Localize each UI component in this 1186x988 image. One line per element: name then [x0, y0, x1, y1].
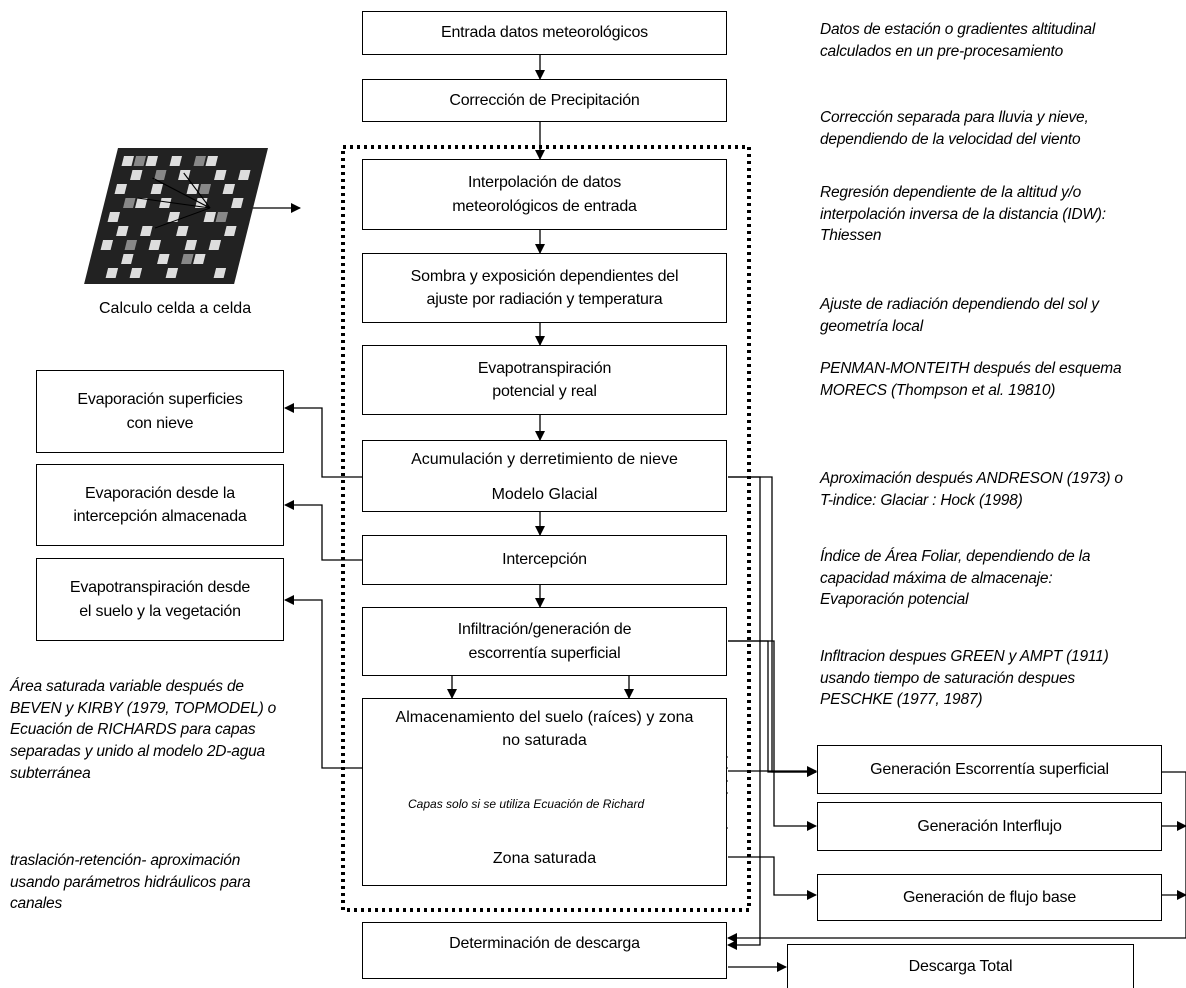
interpolacion-box: Interpolación de datos meteorológicos de…: [362, 159, 727, 230]
infiltracion-label: Infiltración/generación de escorrentía s…: [457, 621, 632, 662]
note-radiacion: Ajuste de radiación dependiendo del sol …: [820, 296, 1099, 335]
note-datos: Datos de estación o gradientes altitudin…: [820, 21, 1096, 60]
evap-intercepcion-box: Evaporación desde la intercepción almace…: [36, 464, 284, 546]
almacenamiento-label: Almacenamiento del suelo (raíces) y zona…: [395, 709, 694, 750]
note-area-saturada: Área saturada variable después de BEVEN …: [10, 678, 277, 782]
evap-intercepcion-label: Evaporación desde la intercepción almace…: [73, 484, 247, 525]
flujo-base-label: Generación de flujo base: [902, 888, 1077, 906]
evap-suelo-label: Evapotranspiración desde el suelo y la v…: [69, 579, 251, 620]
descarga-total-box: Descarga Total: [787, 944, 1134, 988]
interflujo-label: Generación Interflujo: [917, 817, 1062, 835]
infiltracion-box: Infiltración/generación de escorrentía s…: [362, 607, 727, 676]
interpolacion-label: Interpolación de datos meteorológicos de…: [452, 174, 637, 215]
note-andreson: Aproximación después ANDRESON (1973) o T…: [820, 470, 1123, 509]
intercepcion-box: Intercepción: [362, 535, 727, 585]
descarga-total-label: Descarga Total: [908, 957, 1013, 975]
escorrentia-box: Generación Escorrentía superficial: [817, 745, 1162, 794]
grid-icon: [84, 148, 268, 284]
evap-suelo-box: Evapotranspiración desde el suelo y la v…: [36, 558, 284, 641]
evapotranspiracion-box: Evapotranspiración potencial y real: [362, 345, 727, 415]
flujo-base-box: Generación de flujo base: [817, 874, 1162, 921]
interflujo-box: Generación Interflujo: [817, 802, 1162, 851]
entrada-label: Entrada datos meteorológicos: [441, 24, 648, 42]
evapotranspiracion-label: Evapotranspiración potencial y real: [477, 359, 612, 400]
note-correccion: Corrección separada para lluvia y nieve,…: [820, 109, 1089, 148]
modelo-glacial-label: Modelo Glacial: [491, 486, 598, 503]
sombra-box: Sombra y exposición dependientes del aju…: [362, 253, 727, 323]
almacenamiento-box: [362, 698, 727, 886]
nieve-box: [362, 440, 727, 512]
note-indice: Índice de Área Foliar, dependiendo de la…: [820, 548, 1091, 609]
evap-nieve-box: Evaporación superficies con nieve: [36, 370, 284, 453]
determinacion-box: Determinación de descarga: [362, 922, 727, 979]
model-boundary: [341, 145, 751, 912]
determinacion-label: Determinación de descarga: [449, 935, 640, 952]
note-penman: PENMAN-MONTEITH después del esquema MORE…: [820, 360, 1122, 399]
correccion-label: Corrección de Precipitación: [449, 91, 640, 109]
note-traslacion: traslación-retención- aproximación usand…: [10, 852, 251, 913]
note-infiltracion: Infltracion despues GREEN y AMPT (1911) …: [820, 648, 1109, 709]
capas-label: Capas solo si se utiliza Ecuación de Ric…: [408, 797, 645, 811]
intercepcion-label: Intercepción: [502, 551, 587, 569]
zona-saturada-label: Zona saturada: [492, 850, 597, 867]
evap-nieve-label: Evaporación superficies con nieve: [77, 391, 243, 432]
calculo-label: Calculo celda a celda: [99, 300, 252, 317]
acumulacion-label: Acumulación y derretimiento de nieve: [411, 451, 678, 468]
sombra-label: Sombra y exposición dependientes del aju…: [410, 267, 679, 308]
escorrentia-label: Generación Escorrentía superficial: [870, 760, 1109, 778]
note-regresion: Regresión dependiente de la altitud y/o …: [820, 184, 1106, 245]
correccion-box: Corrección de Precipitación: [362, 79, 727, 122]
entrada-box: Entrada datos meteorológicos: [362, 11, 727, 55]
